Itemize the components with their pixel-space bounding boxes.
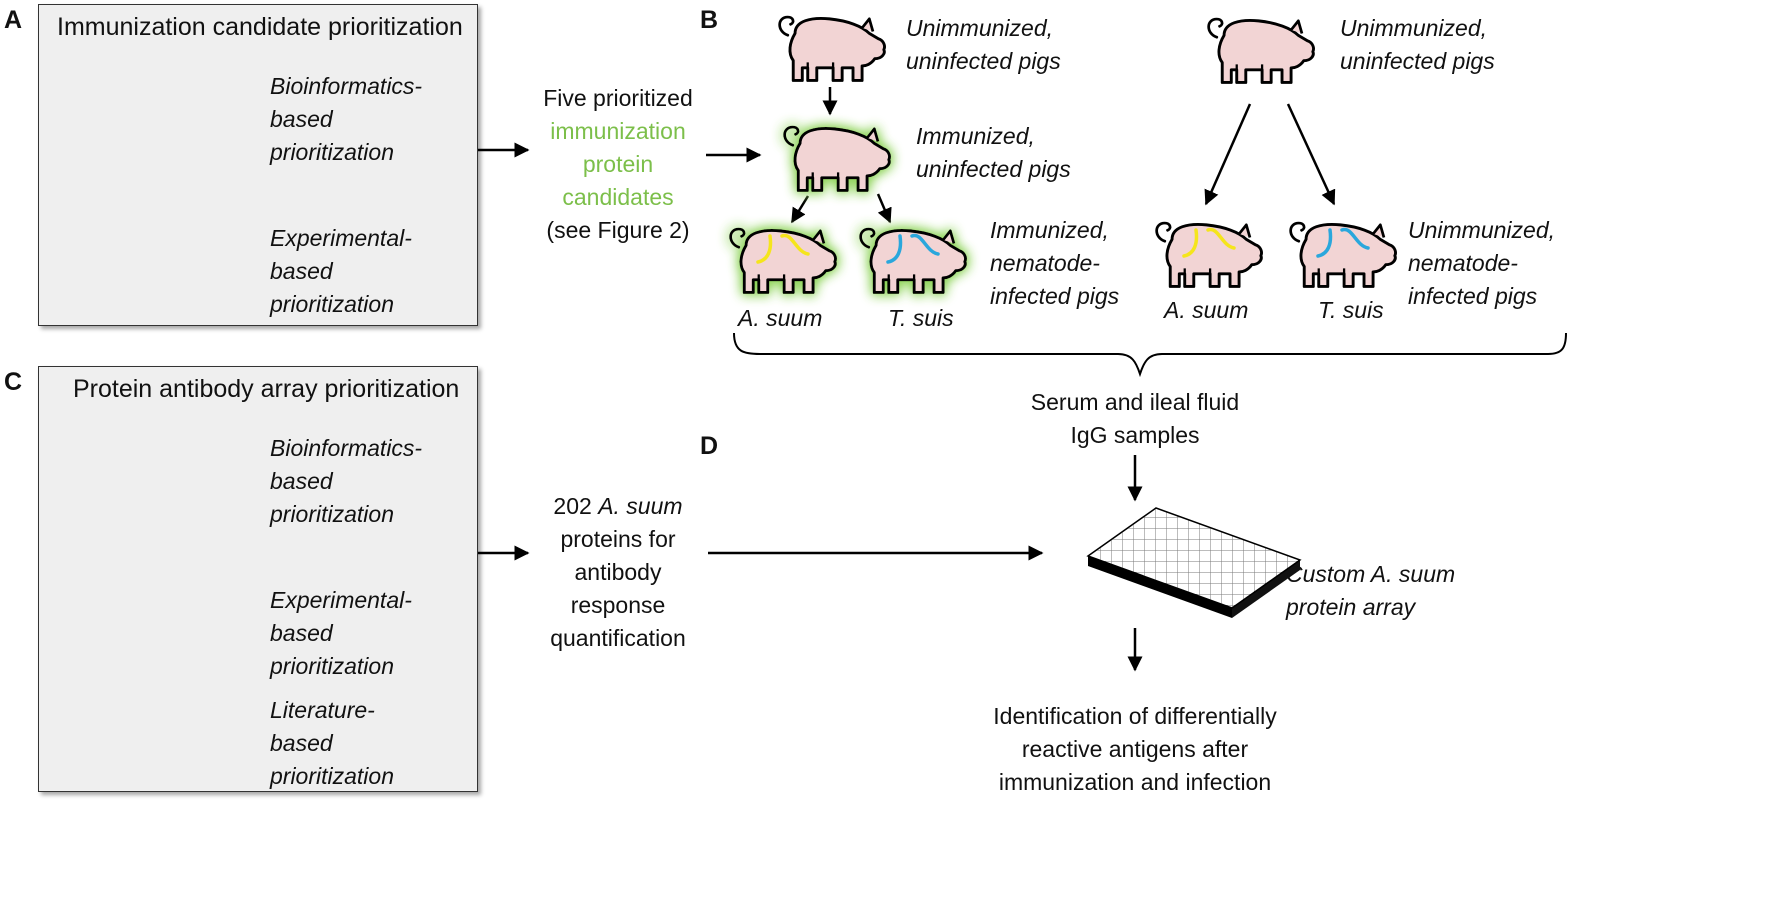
pig-icon <box>783 125 891 192</box>
worm-icon <box>756 234 773 264</box>
pig-icon <box>859 227 967 294</box>
worm-icon <box>780 233 810 256</box>
label-t-suis-immunized: T. suis <box>888 305 954 331</box>
panel-a-box: Immunization candidate prioritization <box>38 4 478 326</box>
proteins-text: 202 A. suum proteins for antibody respon… <box>550 493 686 651</box>
arrow-icon <box>876 193 892 224</box>
worm-icon <box>1182 228 1199 258</box>
panel-letter-b: B <box>700 6 719 34</box>
label-immunized-infected: Immunized,nematode-infected pigs <box>990 217 1120 309</box>
label-unimmunized-uninfected-right: Unimmunized,uninfected pigs <box>1340 15 1495 74</box>
protein-array-icon <box>1086 507 1302 618</box>
label-a-suum-unimmunized: A. suum <box>1164 297 1249 323</box>
arrow-icon <box>1286 103 1336 206</box>
worm-icon <box>1340 227 1370 250</box>
label-unimmunized-infected: Unimmunized,nematode-infected pigs <box>1408 217 1555 309</box>
panel-letter-a: A <box>4 6 23 34</box>
worm-icon <box>886 234 903 264</box>
brace-icon <box>733 332 1567 378</box>
candidates-text: Five prioritized immunization protein ca… <box>543 85 693 243</box>
panel-c-title: Protein antibody array prioritization <box>73 375 460 403</box>
pig-icon <box>778 15 886 82</box>
pig-icon <box>729 227 837 294</box>
worm-icon <box>910 233 940 256</box>
panel-letter-c: C <box>4 368 23 396</box>
panel-a-title: Immunization candidate prioritization <box>57 13 463 41</box>
label-t-suis-unimmunized: T. suis <box>1318 297 1384 323</box>
pig-icon <box>1207 17 1315 84</box>
worm-icon <box>1206 227 1236 250</box>
worm-icon <box>1316 228 1333 258</box>
pig-icon <box>1289 221 1397 288</box>
pig-icon <box>1155 221 1263 288</box>
panel-letter-d: D <box>700 432 719 460</box>
arrow-icon <box>790 195 810 224</box>
label-unimmunized-uninfected-left: Unimmunized,uninfected pigs <box>906 15 1061 74</box>
label-a-suum-immunized: A. suum <box>738 305 823 331</box>
arrow-icon <box>1204 103 1252 206</box>
panel-c-box: Protein antibody array prioritization <box>38 366 478 792</box>
label-immunized-uninfected: Immunized,uninfected pigs <box>916 123 1071 182</box>
